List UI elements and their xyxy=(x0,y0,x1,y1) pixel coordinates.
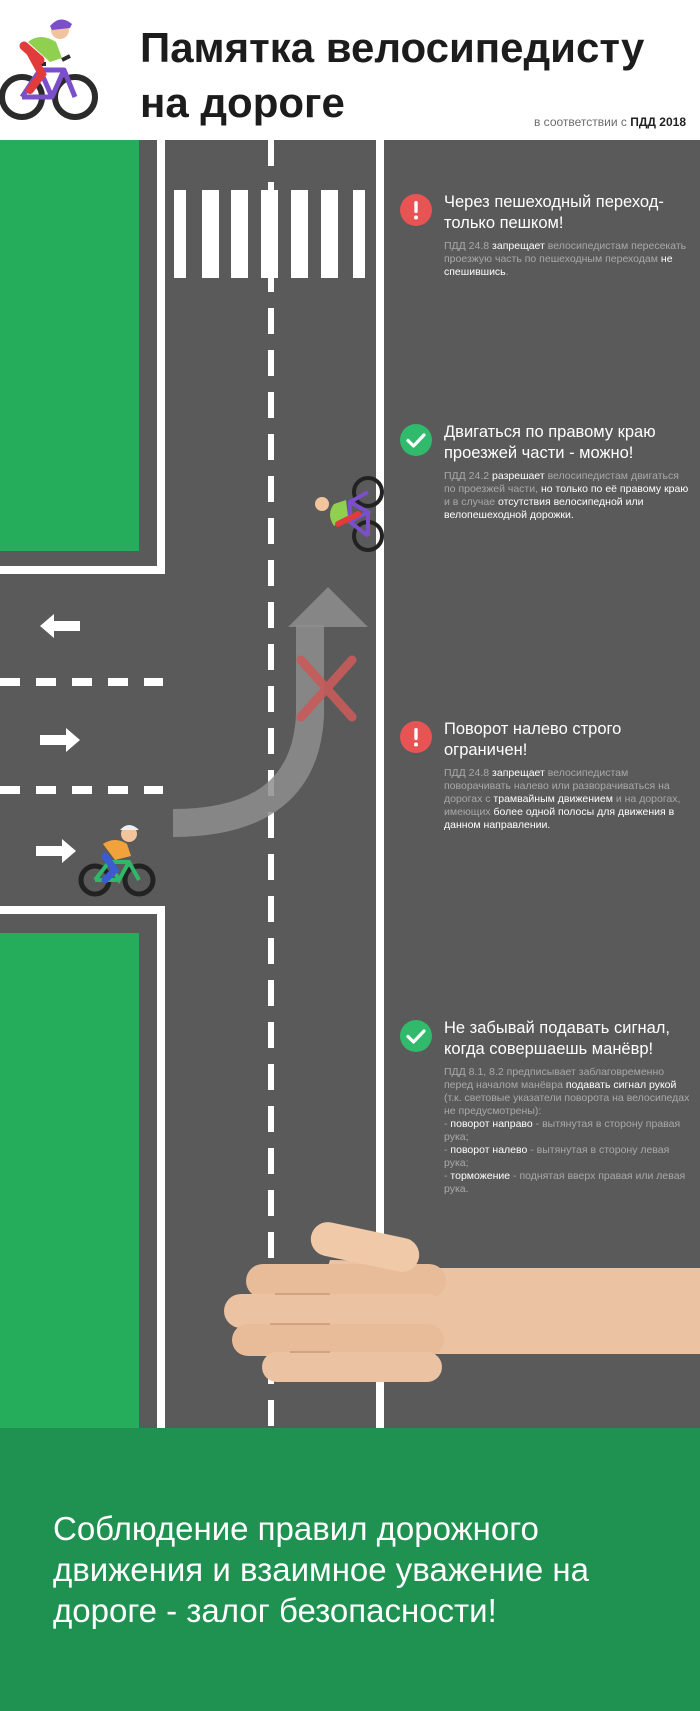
title-line-2: на дороге xyxy=(140,79,345,126)
rule-text-segment: ПДД 24.2 xyxy=(444,470,493,482)
rule-text-segment: - вытянутая в сторону правая рука; xyxy=(444,1118,681,1143)
subtitle-prefix: в соответствии с xyxy=(533,115,627,129)
rule-text-highlight: не спешившись xyxy=(444,253,673,278)
subtitle-source: ПДД 2018 xyxy=(630,115,686,129)
rule-text-segment: - xyxy=(444,1170,448,1182)
rule-text: ПДД 24.8 запрещает велосипедистам пересе… xyxy=(444,240,692,279)
rule-text-segment: ПДД 24.8 xyxy=(444,767,493,779)
lane-arrow-right xyxy=(40,728,80,752)
exclamation-icon xyxy=(400,721,432,753)
rule-text-segment: велосипедистам поворачивать налево или р… xyxy=(444,767,670,805)
rule-text-segment: ПДД 24.8 xyxy=(444,240,493,252)
rule-text-highlight: поворот направо xyxy=(450,1118,533,1130)
rule-text-segment: - поднятая вверх правая или левая рука. xyxy=(444,1170,686,1195)
checkmark-icon xyxy=(400,424,432,456)
page-title: Памятка велосипедисту на дороге xyxy=(140,20,644,130)
footer-slogan: Соблюдение правил дорожного движения и в… xyxy=(53,1510,590,1629)
grass-top xyxy=(0,140,139,551)
rule-text: ПДД 24.2 разрешает велосипедистам двигат… xyxy=(444,470,692,522)
rule-heading: Не забывай подавать сигнал, когда соверш… xyxy=(444,1019,670,1058)
grass-bottom xyxy=(0,933,139,1428)
hand-signal-illustration xyxy=(224,1222,700,1382)
lane-arrow-left xyxy=(40,614,80,638)
cyclist-icon xyxy=(0,19,98,120)
rule-text: ПДД 24.8 запрещает велосипедистам повора… xyxy=(444,767,692,832)
rule-text-segment: (т.к. световые указатели поворота на вел… xyxy=(444,1092,690,1117)
rule-text-highlight: запрещает xyxy=(492,767,545,779)
title-line-1: Памятка велосипедисту xyxy=(140,24,645,71)
rule-text-segment: велосипедистам двигаться по проезжей час… xyxy=(444,470,679,495)
footer: Соблюдение правил дорожного движения и в… xyxy=(0,1428,700,1711)
rule-text-highlight: отсутствия велосипедной или велопешеходн… xyxy=(444,496,644,521)
subtitle: в соответствии с ПДД 2018 xyxy=(534,115,686,129)
cyclist-right-edge xyxy=(315,476,384,552)
exclamation-icon xyxy=(400,194,432,226)
rule-text-highlight: но только по её правому краю xyxy=(540,483,689,495)
rule-text-highlight: разрешает xyxy=(492,470,545,482)
rule-text-segment: ПДД 8.1, 8.2 предписывает заблаговременн… xyxy=(444,1066,665,1091)
rule-text-highlight: торможение xyxy=(450,1170,511,1182)
rule-heading: Двигаться по правому краю проезжей части… xyxy=(444,423,656,462)
road-scene: Через пешеходный переход- только пешком!… xyxy=(0,140,700,1428)
rule-text-segment: - xyxy=(444,1118,448,1130)
rule-text-highlight: более одной полосы для движения в данном… xyxy=(444,806,675,831)
left-turn-arrow xyxy=(172,625,324,837)
rule-heading: Через пешеходный переход- только пешком! xyxy=(444,193,664,232)
rule-text-segment: . xyxy=(505,266,509,278)
crosswalk xyxy=(174,190,365,278)
forbidden-cross xyxy=(296,655,357,722)
rule-text: ПДД 8.1, 8.2 предписывает заблаговременн… xyxy=(444,1066,692,1196)
rule-text-segment: велосипедистам пересекать проезжую часть… xyxy=(444,240,687,265)
checkmark-icon xyxy=(400,1020,432,1052)
lane-arrow-right-2 xyxy=(36,839,76,863)
rule-heading: Поворот налево строго ограничен! xyxy=(444,720,622,759)
road-illustration xyxy=(0,140,700,1428)
rule-text-highlight: поворот налево xyxy=(450,1144,528,1156)
rule-text-segment: - xyxy=(444,1144,448,1156)
rule-text-segment: и в случае xyxy=(444,496,498,508)
cyclist-crossroad xyxy=(78,825,156,897)
rule-text-highlight: подавать сигнал рукой xyxy=(565,1079,677,1091)
rule-text-segment: и на дорогах, имеющих xyxy=(444,793,681,818)
rule-text-highlight: запрещает xyxy=(492,240,545,252)
header: Памятка велосипедисту на дороге в соотве… xyxy=(0,0,700,140)
rule-text-highlight: трамвайным движением xyxy=(493,793,613,805)
rule-text-segment: - вытянутая в сторону левая рука; xyxy=(444,1144,670,1169)
